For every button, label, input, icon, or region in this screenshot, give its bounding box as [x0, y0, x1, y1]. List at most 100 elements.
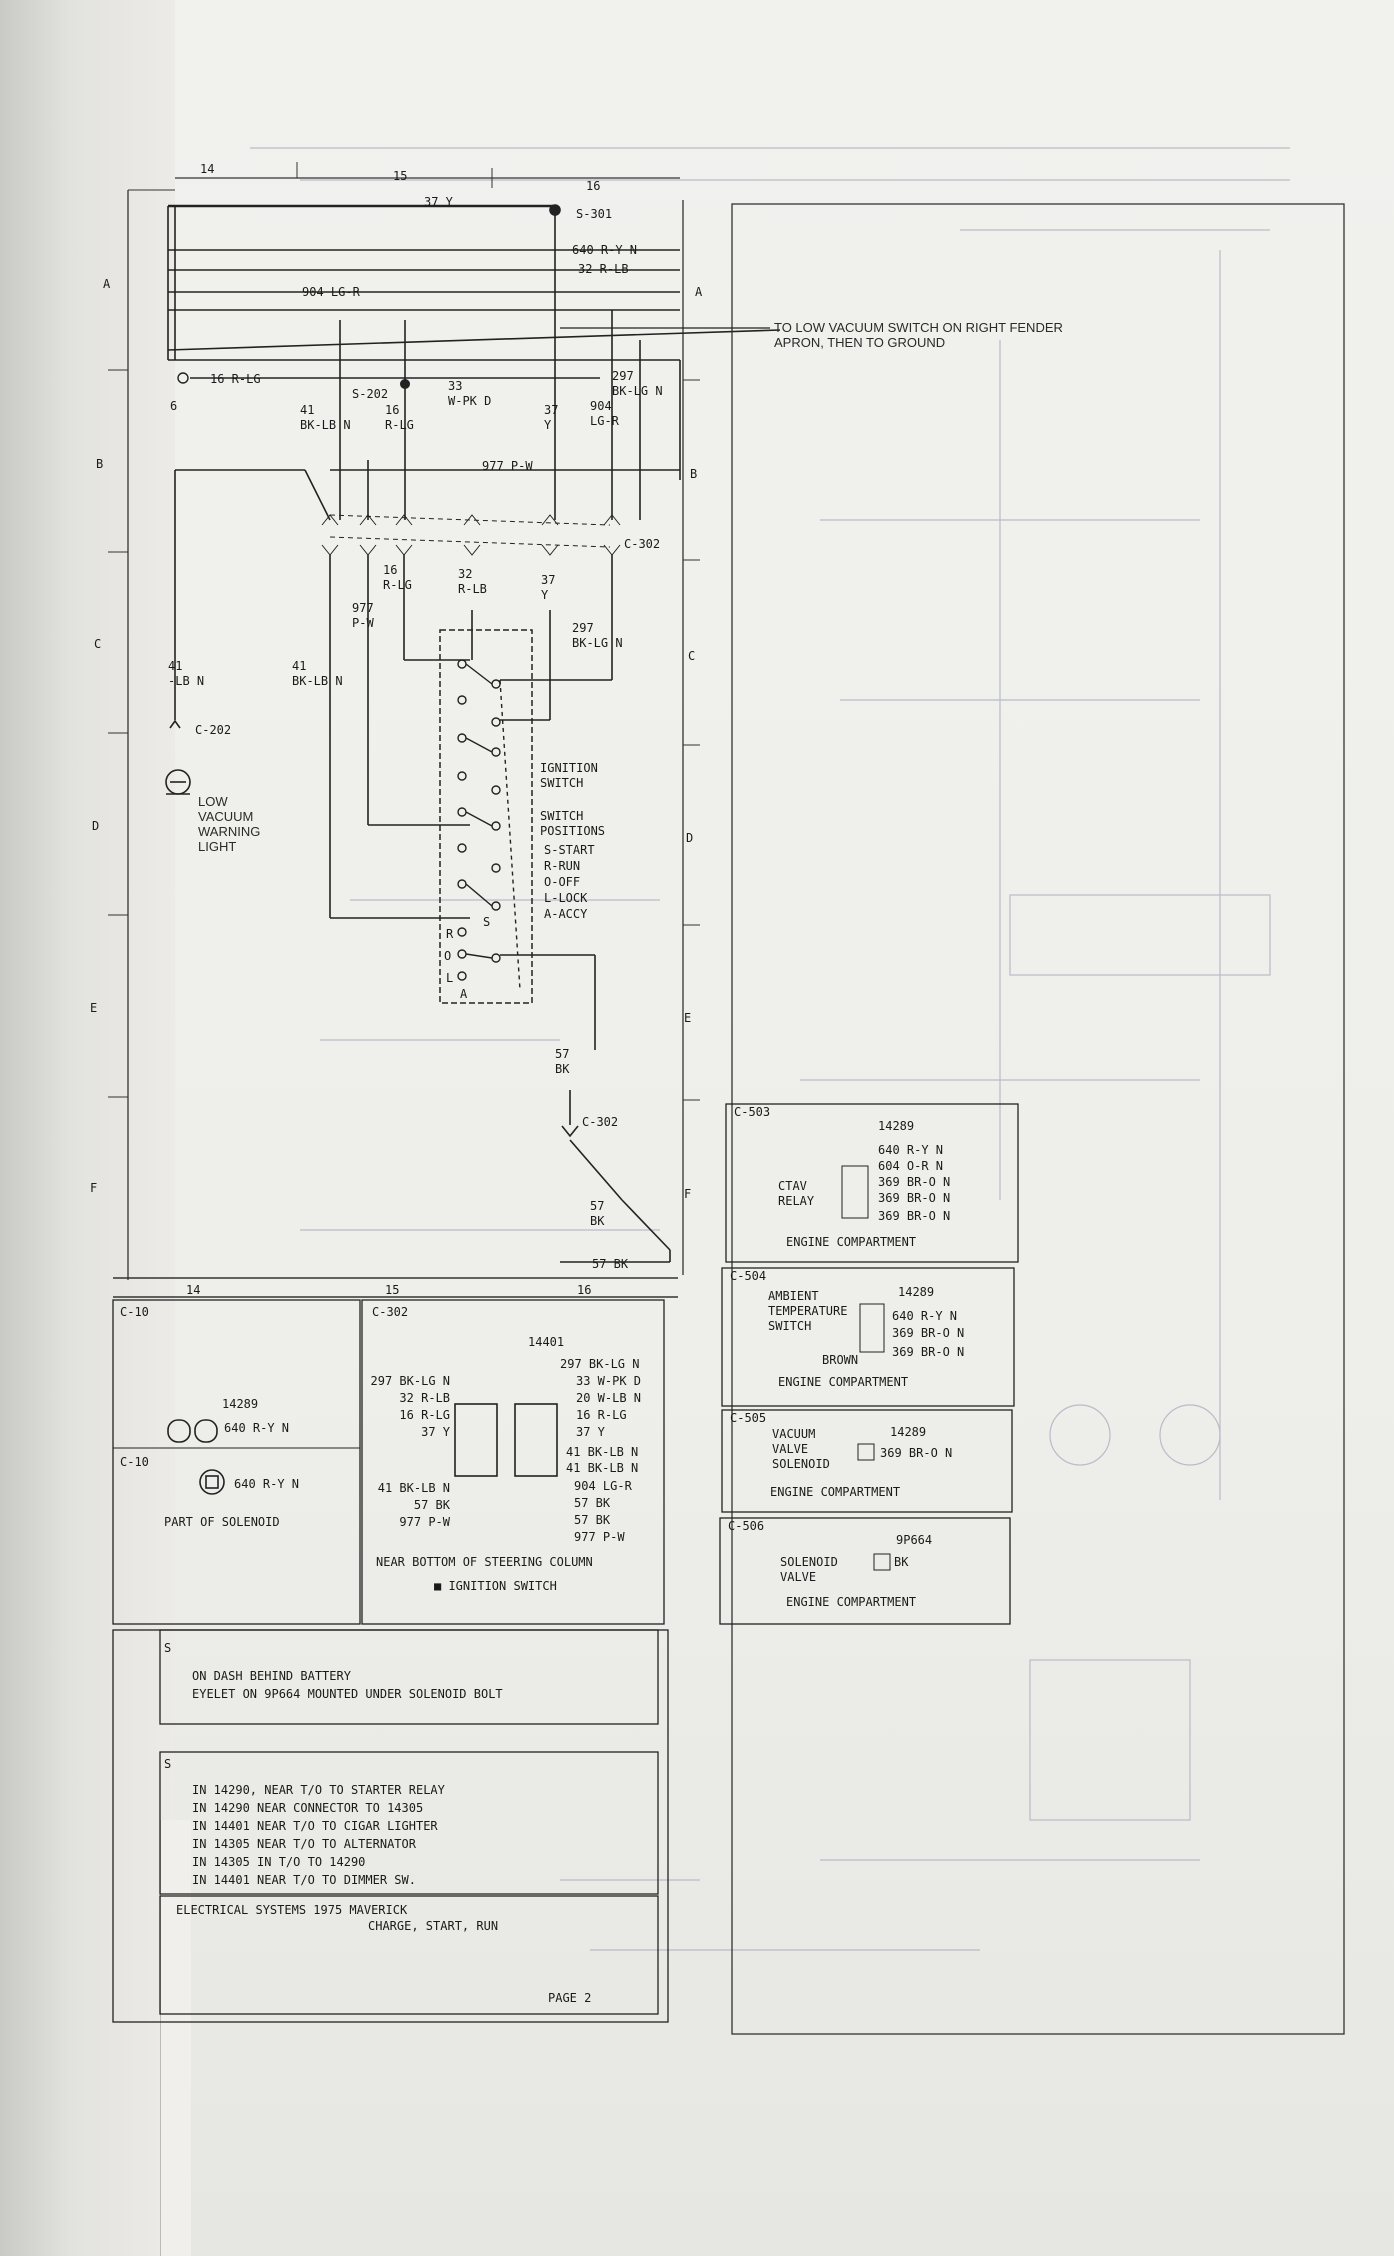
splice-label: S-202	[352, 387, 388, 401]
wire-label: 16 R-LG	[210, 372, 261, 386]
connector-c302-detail: C-302 14401 297 BK-LG N 32 R-LB 16 R-LG …	[361, 1299, 665, 1625]
connector-id: C-10	[120, 1455, 149, 1469]
row-label: A	[103, 277, 111, 291]
splice-note: IN 14401 NEAR T/O TO DIMMER SW.	[192, 1873, 416, 1887]
connector-id: C-504	[730, 1269, 766, 1283]
pin-wire: 369 BR-O N	[878, 1209, 950, 1223]
pin-wire: 297 BK-LG N	[371, 1374, 450, 1388]
splice-note: IN 14290 NEAR CONNECTOR TO 14305	[192, 1801, 423, 1815]
splice-note: IN 14305 IN T/O TO 14290	[192, 1855, 365, 1869]
row-label: D	[92, 819, 99, 833]
top-ruler: 14 15 16	[175, 162, 680, 193]
pin-wire: 37 Y	[421, 1425, 451, 1439]
pin-wire: 41 BK-LB N	[378, 1481, 450, 1495]
ignition-switch: S R O L A	[439, 629, 533, 1004]
splice-head: S	[164, 1757, 171, 1771]
bulb-icon	[165, 769, 191, 795]
switch-letter: R	[446, 927, 454, 941]
connector-id: C-503	[734, 1105, 770, 1119]
splice-s202	[400, 379, 410, 389]
pin-wire: 369 BR-O N	[892, 1345, 964, 1359]
pin-wire: 977 P-W	[574, 1530, 625, 1544]
switch-letter: O	[444, 949, 451, 963]
row-label: E	[90, 1001, 97, 1015]
row-label: B	[690, 467, 697, 481]
page-number: PAGE 2	[548, 1991, 591, 2005]
pin-wire: 640 R-Y N	[878, 1143, 943, 1157]
terminal	[177, 372, 189, 384]
splice-head: S	[164, 1641, 171, 1655]
terminal-number: 6	[170, 399, 177, 413]
pin-wire: 369 BR-O N	[878, 1191, 950, 1205]
pin-wire: 57 BK	[414, 1498, 451, 1512]
pin-wire: BK	[894, 1555, 909, 1569]
connector-label: C-302	[582, 1115, 618, 1129]
wire-label: 32 R-LB	[578, 262, 629, 276]
switch-letter: A	[460, 987, 468, 1001]
right-panel-frame	[731, 203, 1345, 2035]
row-label: A	[695, 285, 703, 299]
right-frame: A B C D E F	[682, 200, 1345, 2035]
col-label: 15	[385, 1283, 399, 1297]
pin-wire: 20 W-LB N	[576, 1391, 641, 1405]
pin-wire: 977 P-W	[399, 1515, 450, 1529]
wire-label: 41-LB N	[168, 659, 204, 688]
pin-wire: 297 BK-LG N	[560, 1357, 639, 1371]
footer-title: ELECTRICAL SYSTEMS 1975 MAVERICK	[176, 1903, 408, 1917]
pin-wire: 16 R-LG	[399, 1408, 450, 1422]
connector-id: C-302	[372, 1305, 408, 1319]
col-label: 16	[577, 1283, 591, 1297]
col-label: 14	[200, 162, 214, 176]
switch-position: L-LOCK	[544, 891, 588, 905]
wire-label: 977 P-W	[482, 459, 533, 473]
connector-id: C-10	[120, 1305, 149, 1319]
part-number: 9P664	[896, 1533, 932, 1547]
connector-note: PART OF SOLENOID	[164, 1515, 280, 1529]
location: ENGINE COMPARTMENT	[786, 1595, 916, 1609]
connector-c10x: C-10 C-10 14289 640 R-Y N 640 R-Y N PART…	[112, 1299, 361, 1625]
part-number: 14401	[528, 1335, 564, 1349]
switch-position: R-RUN	[544, 859, 580, 873]
splice-note: IN 14290, NEAR T/O TO STARTER RELAY	[192, 1783, 446, 1797]
pin-wire: 37 Y	[576, 1425, 606, 1439]
pin-wire: 369 BR-O N	[892, 1326, 964, 1340]
switch-position: O-OFF	[544, 875, 580, 889]
row-label: E	[684, 1011, 691, 1025]
footer-subtitle: CHARGE, START, RUN	[368, 1919, 498, 1933]
pin-wire: 369 BR-O N	[880, 1446, 952, 1460]
col-label: 15	[393, 169, 407, 183]
pin-wire: 16 R-LG	[576, 1408, 627, 1422]
location: ENGINE COMPARTMENT	[770, 1485, 900, 1499]
splice-note: EYELET ON 9P664 MOUNTED UNDER SOLENOID B…	[192, 1687, 503, 1701]
connector-id: C-505	[730, 1411, 766, 1425]
col-label: 16	[586, 179, 600, 193]
pin-wire: 33 W-PK D	[576, 1374, 641, 1388]
splice-note: IN 14305 NEAR T/O TO ALTERNATOR	[192, 1837, 417, 1851]
wire-color: BROWN	[822, 1353, 858, 1367]
switch-letter: L	[446, 971, 453, 985]
row-label: F	[684, 1187, 691, 1201]
row-label: D	[686, 831, 693, 845]
part-number: 14289	[878, 1119, 914, 1133]
col-label: 14	[186, 1283, 200, 1297]
pin-wire: 41 BK-LB N	[566, 1461, 638, 1475]
connector-label: C-302	[624, 537, 660, 551]
